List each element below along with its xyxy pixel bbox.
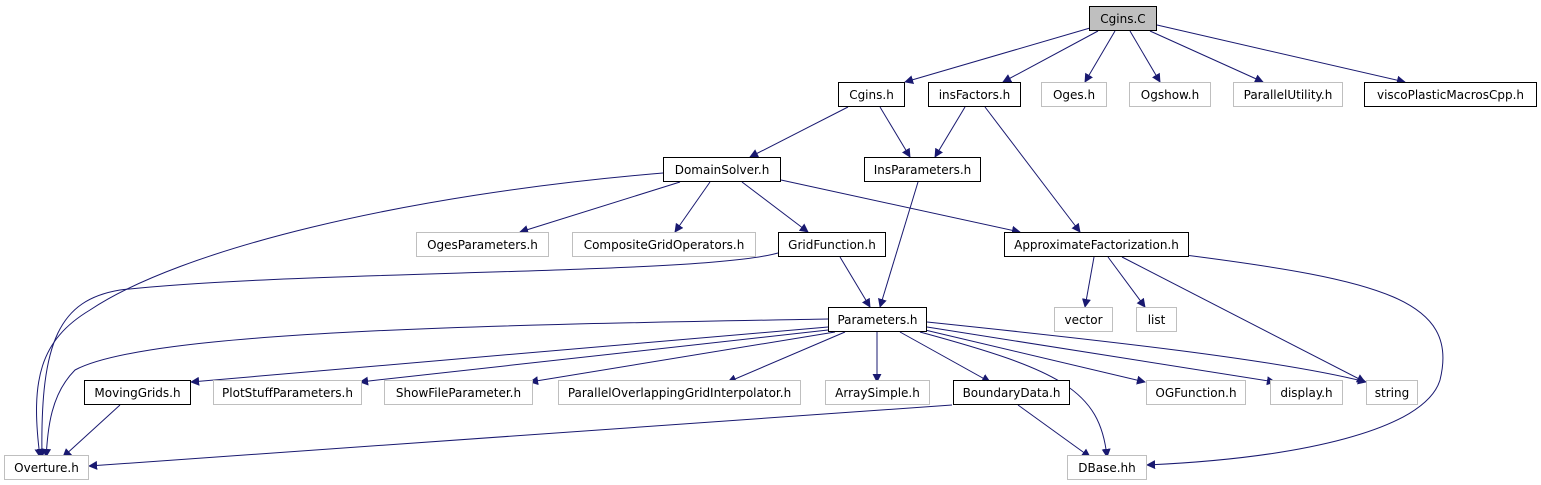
- edge-cgins-c-to-parallelutility-h: [1149, 30, 1264, 83]
- node-showfileparameter-h: ShowFileParameter.h: [384, 380, 533, 405]
- node-list: list: [1136, 307, 1177, 332]
- edge-parameters-h-to-parallelogi-h: [727, 331, 846, 383]
- edge-insfactors-h-to-insparameters-h: [934, 106, 966, 158]
- node-vector: vector: [1054, 307, 1113, 332]
- node-dbase-hh: DBase.hh: [1067, 455, 1147, 480]
- node-arraysimple-h: ArraySimple.h: [825, 380, 930, 405]
- node-ogshow-h: Ogshow.h: [1129, 82, 1211, 107]
- edge-approximatefactorization-h-to-vector: [1082, 256, 1095, 308]
- node-boundarydata-h[interactable]: BoundaryData.h: [953, 380, 1070, 405]
- edge-cgins-h-to-insparameters-h: [879, 106, 911, 158]
- edge-approximatefactorization-h-to-string: [1121, 256, 1366, 383]
- node-paralleloverlappinggridinterpolator-h: ParallelOverlappingGridInterpolator.h: [558, 380, 801, 405]
- node-movinggrids-h[interactable]: MovingGrids.h: [84, 380, 191, 405]
- node-compositegridoperators-h: CompositeGridOperators.h: [572, 232, 756, 257]
- node-insparameters-h[interactable]: InsParameters.h: [864, 157, 981, 182]
- edge-cgins-c-to-viscoplastic-h: [1156, 24, 1406, 85]
- edge-boundarydata-h-to-overture-h: [88, 404, 953, 470]
- edge-domainsolver-h-to-compositegridoperators-h: [674, 181, 711, 233]
- edge-insparameters-h-to-parameters-h: [878, 181, 919, 308]
- node-insfactors-h[interactable]: insFactors.h: [928, 82, 1021, 107]
- edge-cgins-c-to-oges-h: [1084, 30, 1116, 83]
- node-overture-h: Overture.h: [4, 455, 89, 480]
- node-plotstuffparameters-h: PlotStuffParameters.h: [213, 380, 362, 405]
- edge-parameters-h-to-movinggrids-h: [190, 326, 829, 386]
- edge-cgins-c-to-insfactors-h: [1002, 30, 1099, 83]
- edge-parameters-h-to-boundarydata-h: [899, 331, 991, 383]
- node-gridfunction-h[interactable]: GridFunction.h: [778, 232, 886, 257]
- edge-cgins-c-to-cgins-h: [904, 27, 1091, 85]
- edge-approximatefactorization-h-to-list: [1107, 256, 1146, 308]
- edge-domainsolver-h-to-gridfunction-h: [741, 181, 809, 233]
- edge-domainsolver-h-to-overture-h: [34, 172, 664, 458]
- node-viscoplasticmacroscpp-h[interactable]: viscoPlasticMacrosCpp.h: [1364, 82, 1537, 107]
- edge-insfactors-h-to-approximatefactorization-h: [984, 106, 1081, 233]
- node-cgins-h[interactable]: Cgins.h: [838, 82, 905, 107]
- node-domainsolver-h[interactable]: DomainSolver.h: [663, 157, 781, 182]
- edge-domainsolver-h-to-approximatefactorization-h: [780, 179, 1021, 235]
- edge-movinggrids-h-to-overture-h: [62, 404, 121, 458]
- edge-domainsolver-h-to-ogesparameters-h: [519, 181, 681, 234]
- node-string: string: [1366, 380, 1418, 405]
- node-parallelutility-h: ParallelUtility.h: [1233, 82, 1343, 107]
- node-ogfunction-h: OGFunction.h: [1146, 380, 1246, 405]
- edge-approximatefactorization-h-to-dbase-hh: [1146, 254, 1444, 470]
- edge-cgins-h-to-domainsolver-h: [749, 106, 849, 158]
- edge-gridfunction-h-to-overture-h: [37, 252, 779, 458]
- edge-parameters-h-to-showfileparameter-h: [529, 331, 836, 386]
- edge-gridfunction-h-to-parameters-h: [839, 256, 871, 308]
- node-oges-h: Oges.h: [1041, 82, 1107, 107]
- edge-parameters-h-to-ogfunction-h: [924, 329, 1146, 385]
- edge-parameters-h-to-overture-h: [42, 318, 829, 458]
- node-cgins-c[interactable]: Cgins.C: [1089, 6, 1157, 31]
- node-display-h: display.h: [1270, 380, 1343, 405]
- edge-parameters-h-to-string: [926, 321, 1367, 385]
- edge-parameters-h-to-plotstuffparameters-h: [359, 329, 829, 386]
- edge-cgins-c-to-ogshow-h: [1129, 30, 1161, 83]
- edge-boundarydata-h-to-dbase-hh: [1017, 404, 1091, 458]
- edge-parameters-h-to-display-h: [926, 326, 1276, 386]
- node-parameters-h[interactable]: Parameters.h: [828, 307, 927, 332]
- node-approximatefactorization-h[interactable]: ApproximateFactorization.h: [1004, 232, 1189, 257]
- node-ogesparameters-h: OgesParameters.h: [416, 232, 549, 257]
